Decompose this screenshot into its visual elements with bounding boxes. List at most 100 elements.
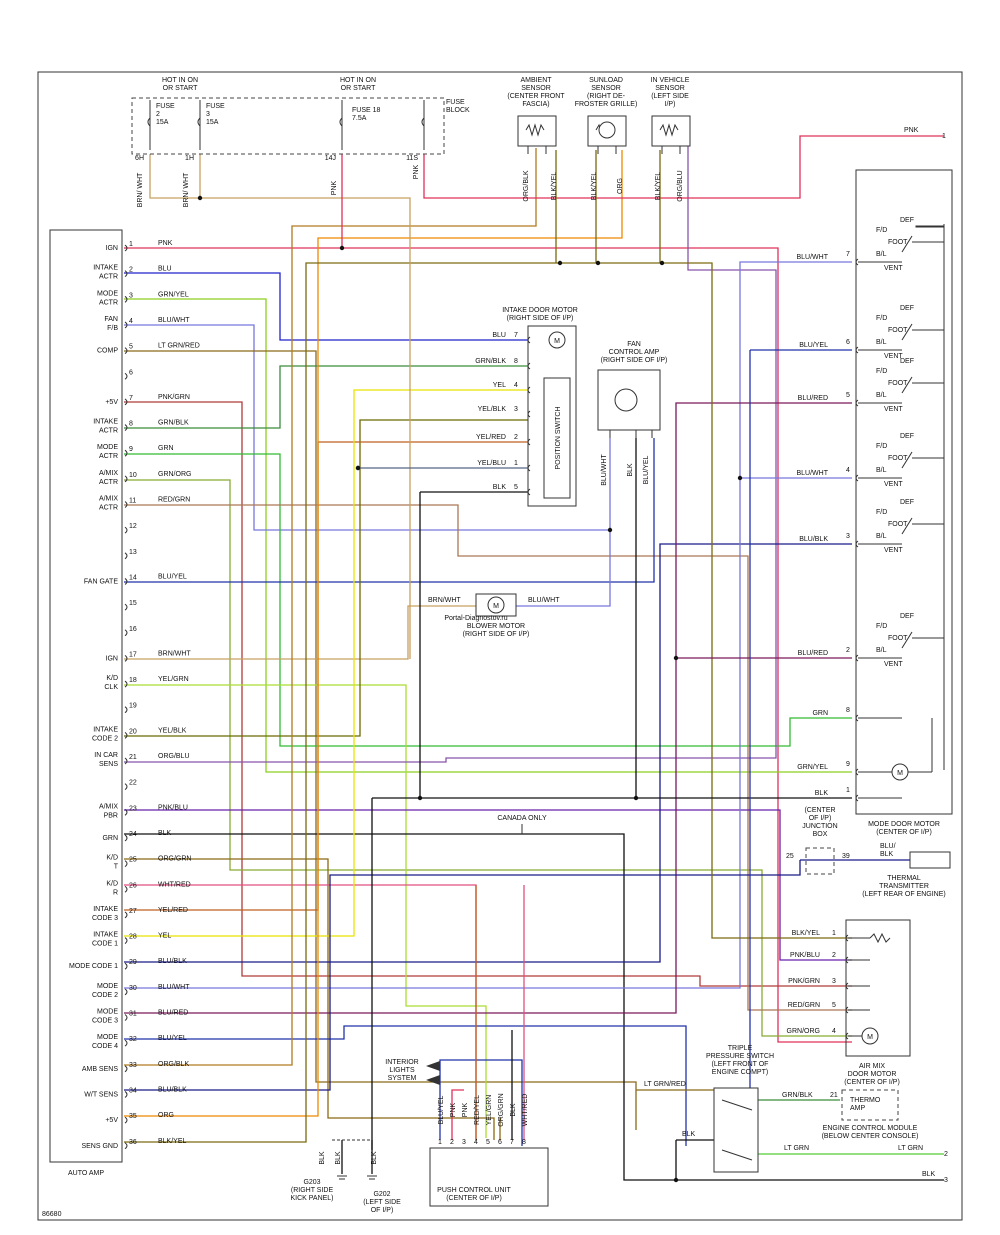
- thermal-transmitter-title: THERMAL: [887, 875, 921, 882]
- junction-dot: [595, 260, 601, 266]
- ground-g202-label: (LEFT SIDE: [363, 1199, 401, 1206]
- connector-tick: [845, 1032, 849, 1040]
- triple-wire-label: LT GRN: [898, 1145, 923, 1152]
- connector-tick: [124, 911, 128, 919]
- mode-switch-label: VENT: [884, 661, 903, 668]
- canada-only-note: CANADA ONLY: [497, 815, 547, 822]
- mode-motor-pin: 9: [846, 761, 850, 768]
- amp-pin-function: SENS: [99, 761, 118, 768]
- motor-m-glyph: M: [897, 770, 903, 777]
- mode-switch-blade: [901, 235, 913, 253]
- fuse-pin-number: 14J: [325, 155, 336, 162]
- push-control-unit-title: PUSH CONTROL UNIT: [437, 1187, 511, 1194]
- connector-tick: [124, 244, 128, 252]
- amp-wire-33: [124, 148, 537, 1066]
- sunload-sensor-title: (RIGHT DE-: [587, 93, 626, 100]
- interior-arrow-1: [426, 1061, 440, 1071]
- amp-pin-number: 20: [129, 728, 137, 735]
- amp-pin-number: 34: [129, 1087, 137, 1094]
- junction-dot: [339, 245, 345, 251]
- connector-tick: [527, 386, 531, 394]
- thermal-transmitter-title: (LEFT REAR OF ENGINE): [862, 891, 946, 898]
- amp-pin-number: 9: [129, 446, 133, 453]
- position-switch-label: POSITION SWITCH: [555, 407, 562, 470]
- amp-wire-label: YEL/RED: [158, 907, 188, 914]
- amp-pin-function: CODE 3: [92, 1018, 118, 1025]
- amp-pin-number: 19: [129, 703, 137, 710]
- mode-motor-wire-label: BLU/YEL: [799, 342, 828, 349]
- push-unit-pin: 5: [486, 1139, 490, 1146]
- top-right-pin: 1: [942, 133, 946, 140]
- amp-pin-function: CODE 2: [92, 735, 118, 742]
- ambient-sensor-title: (CENTER FRONT: [507, 93, 565, 100]
- connector-tick: [124, 552, 128, 560]
- amp-wire-label: PNK: [158, 240, 173, 247]
- thermal-transmitter-title: TRANSMITTER: [879, 883, 929, 890]
- connector-tick: [855, 794, 859, 802]
- connector-tick: [124, 1014, 128, 1021]
- amp-pin-function: CODE 1: [92, 941, 118, 948]
- intake-motor-wire-label: BLK: [493, 484, 507, 491]
- push-unit-wire-label: BLK: [510, 1103, 517, 1117]
- fuse-block-label: BLOCK: [446, 107, 470, 114]
- amp-wire-4: [124, 324, 611, 531]
- connector-tick: [124, 1065, 128, 1073]
- amp-pin-number: 15: [129, 600, 137, 607]
- amp-pin-function: MODE: [97, 290, 118, 297]
- intake-motor-wire-label: YEL/RED: [476, 434, 506, 441]
- mode-switch-label: VENT: [884, 265, 903, 272]
- amp-pin-function: CODE 2: [92, 992, 118, 999]
- amp-pin-number: 31: [129, 1011, 137, 1018]
- amp-wire-label: ORG: [158, 1112, 174, 1119]
- fan-amp-title: CONTROL AMP: [609, 349, 660, 356]
- amp-pin-function: INTAKE: [93, 932, 118, 939]
- fuse-3-label: 15A: [206, 119, 219, 126]
- amp-wire-21: [124, 146, 777, 763]
- amp-pin-number: 26: [129, 882, 137, 889]
- amp-wire-17: [124, 605, 484, 660]
- amp-pin-function: INTAKE: [93, 726, 118, 733]
- amp-pin-function: +5V: [105, 1117, 118, 1124]
- connector-tick: [527, 488, 531, 496]
- mode-motor-wire-label: BLU/BLK: [799, 536, 828, 543]
- amp-pin-number: 27: [129, 908, 137, 915]
- amp-wire-label: WHT/RED: [158, 881, 191, 888]
- air-mix-motor-box: [845, 919, 911, 1057]
- push-unit-wire-label: ORG/GRN: [498, 1093, 505, 1126]
- mode-switch-label: VENT: [884, 406, 903, 413]
- fan-amp-transistor: [614, 388, 638, 412]
- fuse-wire-label: BRN/ WHT: [137, 172, 144, 207]
- amp-pin-number: 23: [129, 805, 137, 812]
- mode-switch-label: B/L: [876, 251, 887, 258]
- connector-tick: [124, 501, 128, 508]
- push-unit-pin: 4: [474, 1139, 478, 1146]
- connector-tick: [124, 475, 128, 483]
- junction-box-title: OF I/P): [809, 815, 832, 822]
- connector-tick: [855, 399, 859, 407]
- connector-tick: [124, 270, 128, 278]
- ambient-sensor-title: SENSOR: [521, 85, 551, 92]
- amp-pin-number: 7: [129, 395, 133, 402]
- ecm-title: ENGINE CONTROL MODULE: [823, 1125, 918, 1132]
- amp-wire-label: BLU/BLK: [158, 1086, 187, 1093]
- connector-tick: [124, 680, 128, 688]
- amp-wire-3: [124, 298, 852, 773]
- fuse-power-note: OR START: [341, 85, 376, 92]
- amp-pin-number: 32: [129, 1036, 137, 1043]
- fuse-element: [147, 117, 151, 127]
- junction-pin: 25: [786, 853, 794, 860]
- mode-switch-label: DEF: [900, 305, 914, 312]
- fuse-2-label: 15A: [156, 119, 169, 126]
- amp-pin-function: R: [113, 889, 118, 896]
- amp-pin-number: 5: [129, 344, 133, 351]
- amp-pin-number: 35: [129, 1113, 137, 1120]
- wire-fuse2: [149, 154, 411, 659]
- junction-dot: [673, 655, 679, 661]
- amp-pin-number: 18: [129, 677, 137, 684]
- amp-pin-number: 12: [129, 523, 137, 530]
- fuse-pin-number: 1H: [185, 155, 194, 162]
- fuse-pin-number: 6H: [135, 155, 144, 162]
- connector-tick: [124, 424, 128, 431]
- fuse-3-label: 3: [206, 111, 210, 118]
- connector-tick: [124, 398, 128, 406]
